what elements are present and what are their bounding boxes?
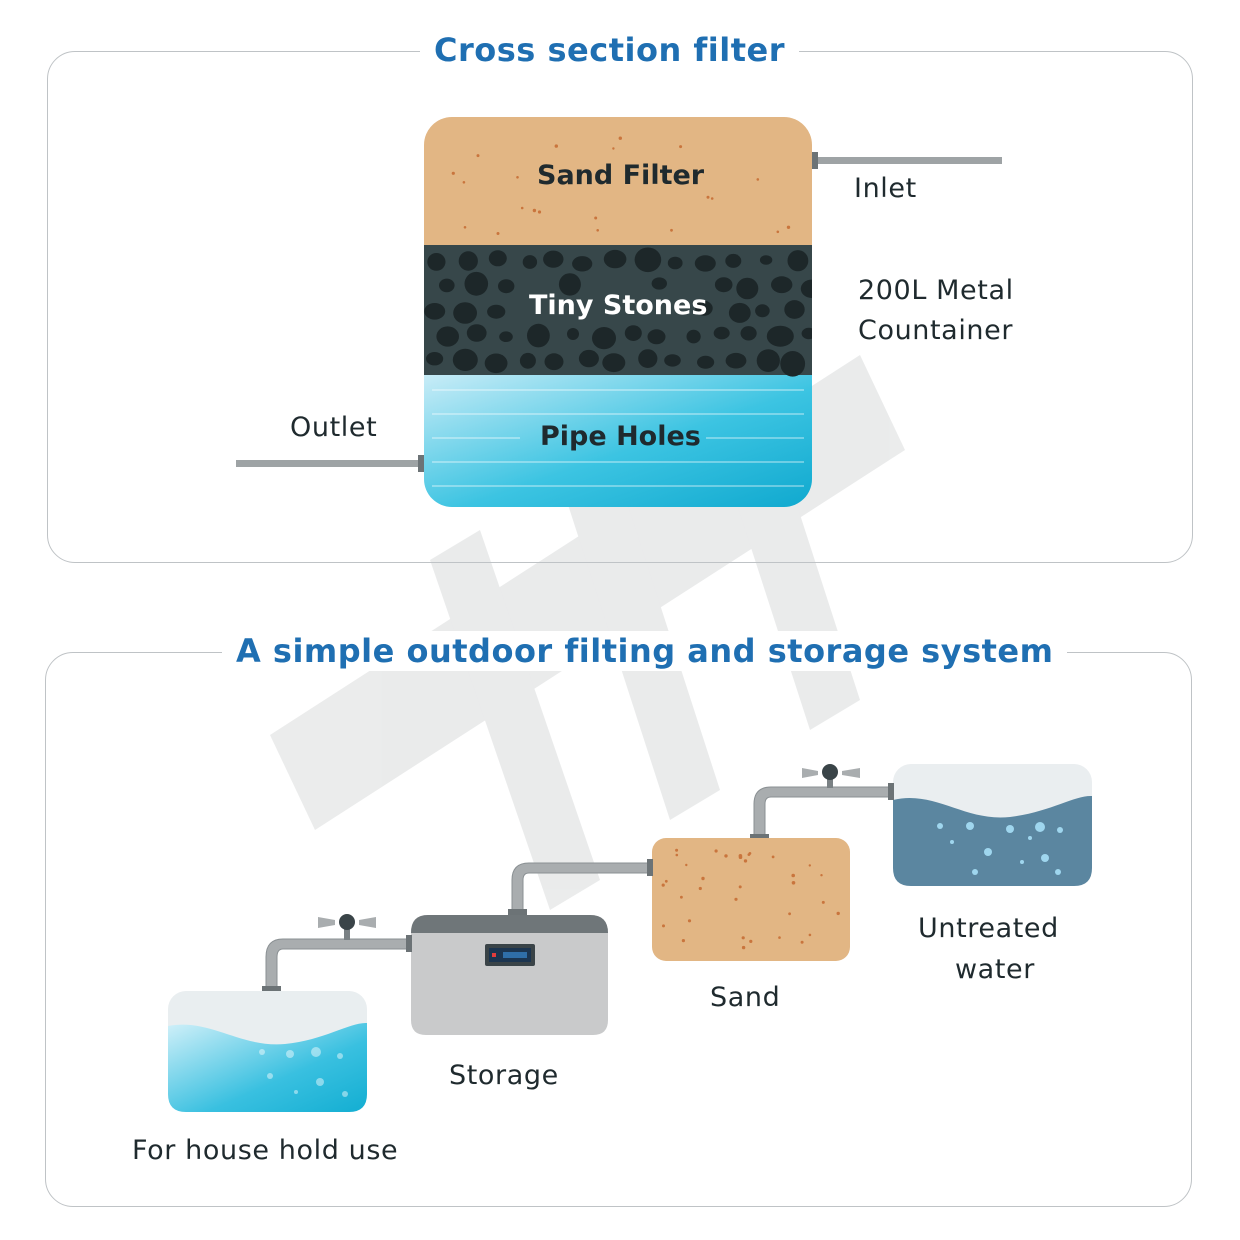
tiny-stones-label: Tiny Stones <box>529 290 708 321</box>
untreated-label-line1: Untreated <box>918 913 1059 944</box>
container-label-line1: 200L Metal <box>858 275 1014 306</box>
sand-filter-label: Sand Filter <box>537 160 705 191</box>
household-water-tank <box>168 991 367 1112</box>
inlet-pipe <box>812 152 1002 169</box>
untreated-label-line2: water <box>955 954 1035 985</box>
valve-icon <box>318 914 376 940</box>
pipe-hole-lines <box>432 389 804 487</box>
storage-tank <box>411 915 608 1035</box>
sand-grains <box>451 136 791 235</box>
water-layer <box>424 375 812 507</box>
sand-layer <box>424 117 812 245</box>
cross-section-panel: Cross section filter <box>47 30 1193 563</box>
pipe-sand-to-storage <box>508 859 653 915</box>
panel-title-cross-section: Cross section filter <box>420 30 800 70</box>
valve-icon <box>802 764 860 788</box>
outlet-label: Outlet <box>290 412 378 443</box>
outlet-pipe <box>236 455 424 472</box>
sand-box <box>652 838 850 961</box>
sand-label: Sand <box>710 982 781 1013</box>
pipe-untreated-to-sand <box>750 783 894 840</box>
pipe-holes-label: Pipe Holes <box>540 421 701 452</box>
inlet-label: Inlet <box>854 173 917 204</box>
storage-label: Storage <box>449 1060 559 1091</box>
panel-title-storage-system: A simple outdoor filting and storage sys… <box>222 631 1068 671</box>
sand-box-grains <box>661 848 840 950</box>
stones <box>424 247 812 377</box>
pipe-storage-to-household <box>262 935 412 992</box>
container-label-line2: Countainer <box>858 315 1014 346</box>
untreated-water-tank <box>893 764 1092 886</box>
household-label: For house hold use <box>132 1135 399 1166</box>
storage-system-panel: A simple outdoor filting and storage sys… <box>45 631 1192 1207</box>
